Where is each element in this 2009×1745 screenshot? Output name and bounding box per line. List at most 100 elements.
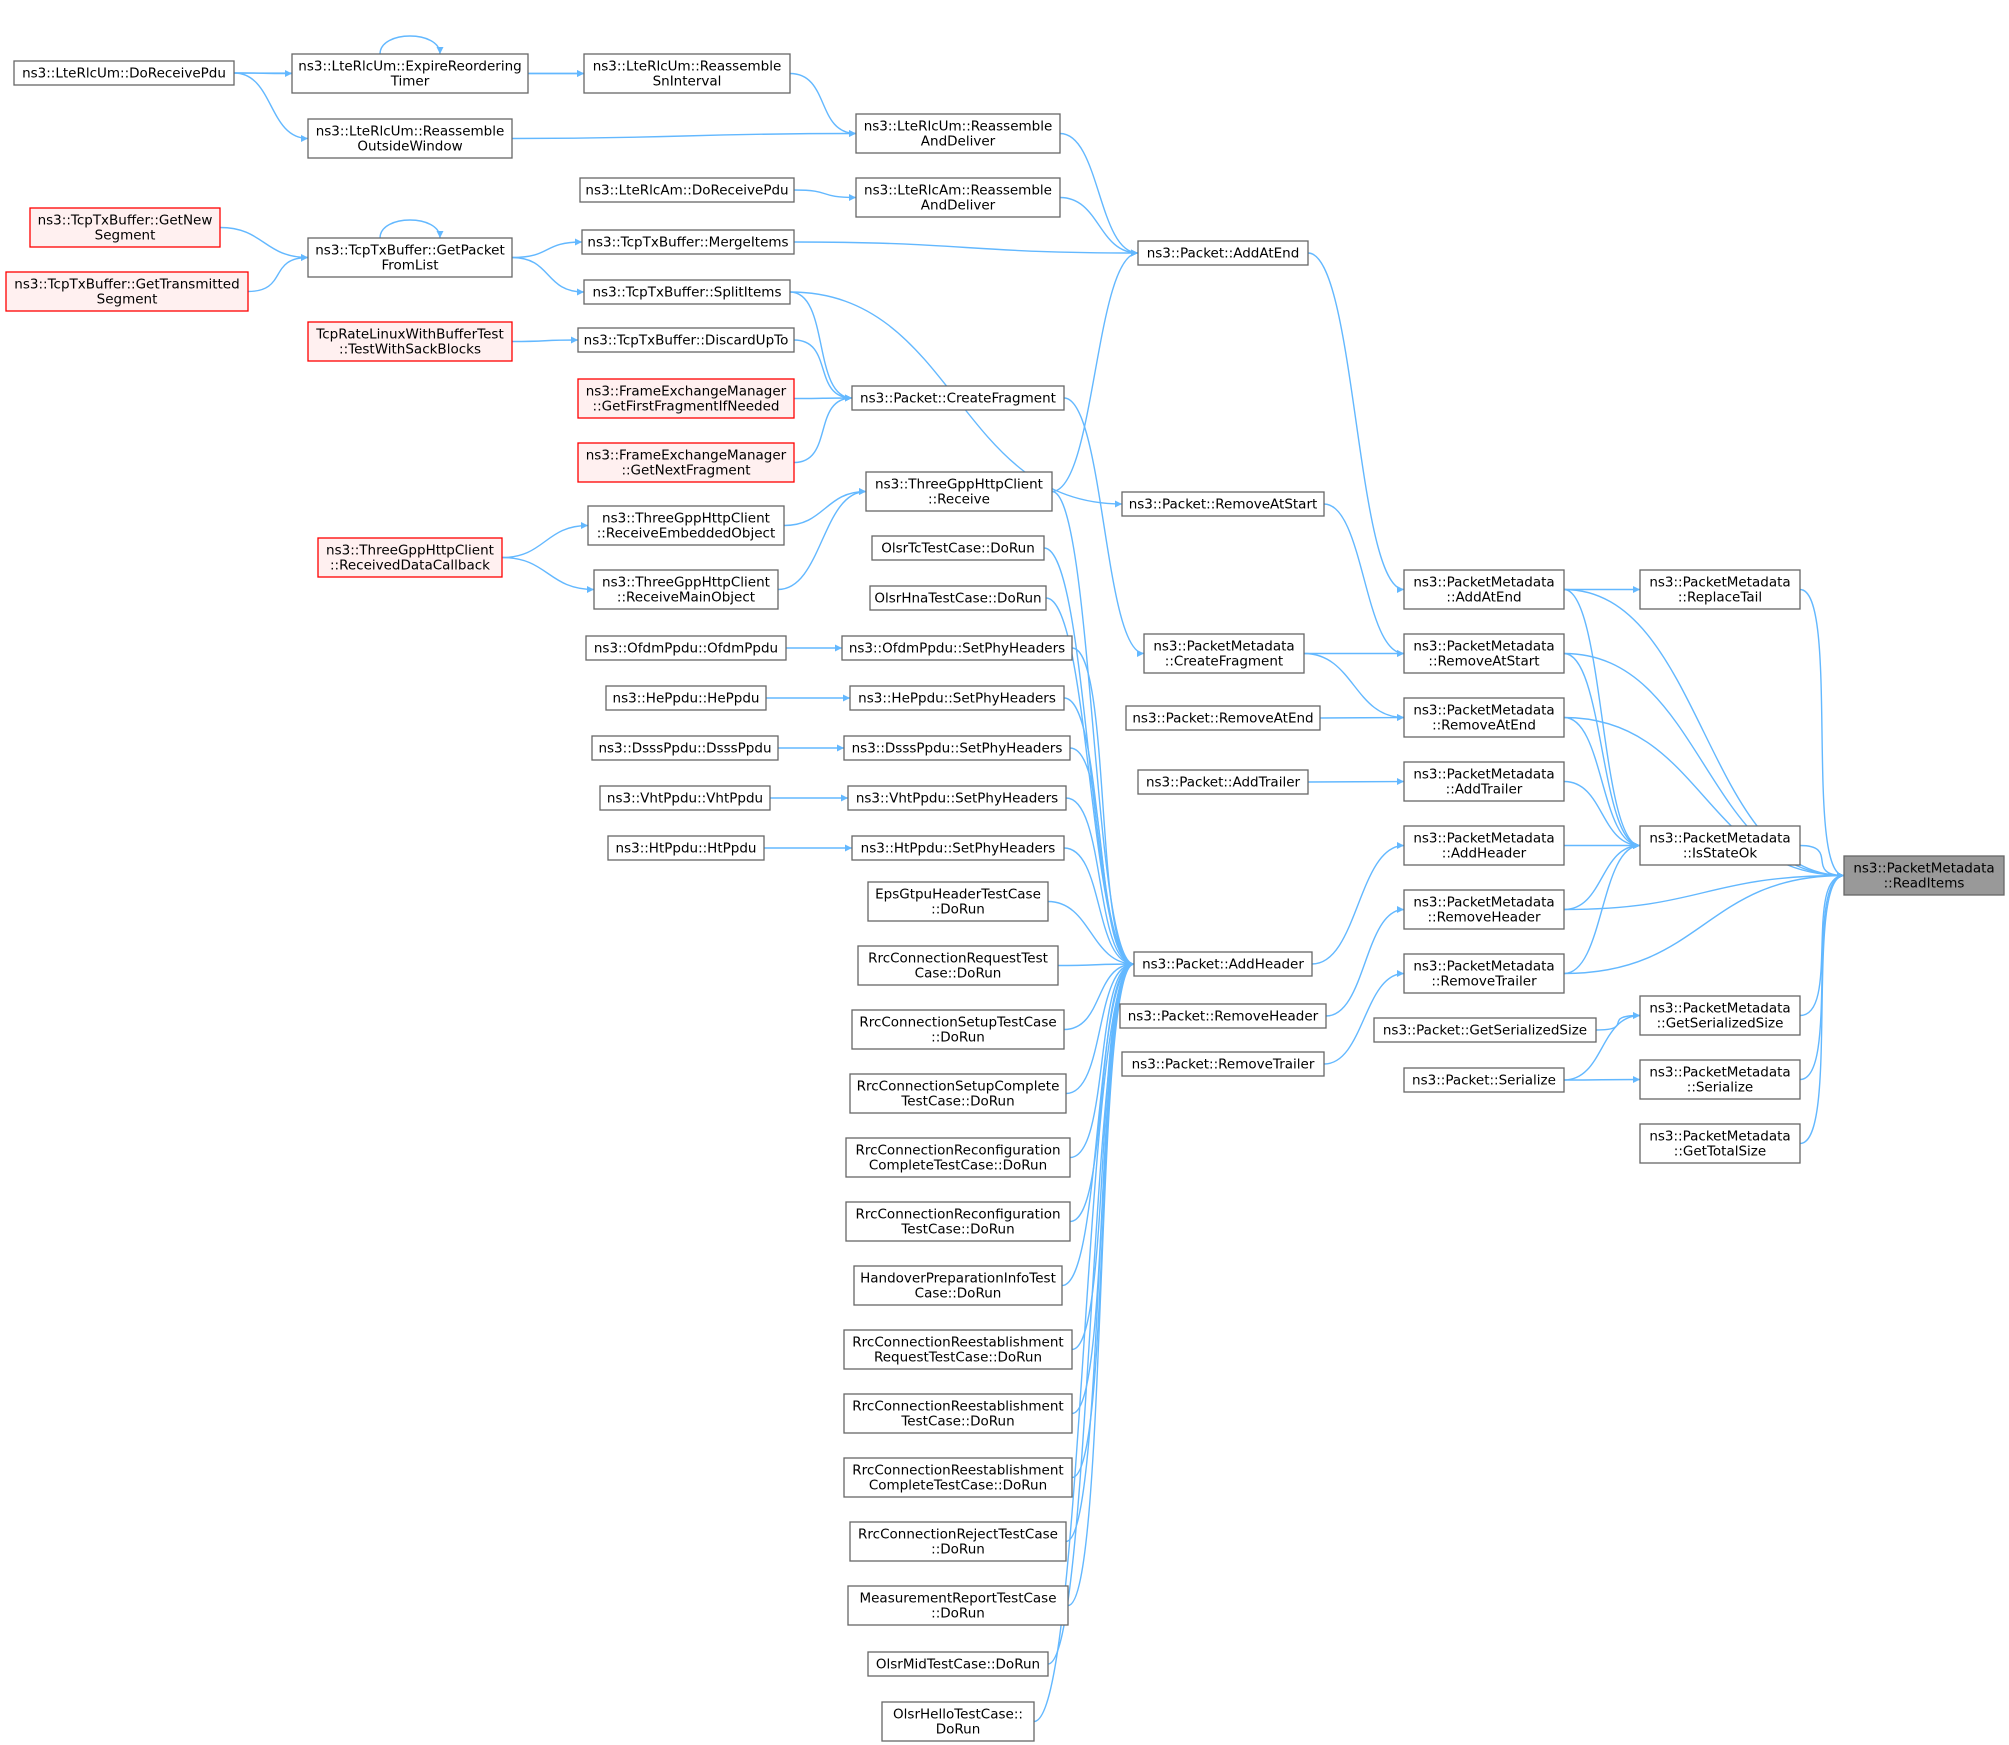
node-pm-get-total-size[interactable]: ns3::PacketMetadata::GetTotalSize bbox=[1639, 1123, 1801, 1164]
node-ht-ppdu[interactable]: ns3::HtPpdu::HtPpdu bbox=[607, 835, 765, 861]
node-pm-read-items[interactable]: ns3::PacketMetadata::ReadItems bbox=[1843, 855, 2005, 896]
node-label: ns3::TcpTxBuffer::SplitItems bbox=[593, 285, 782, 301]
node-olsr-hna[interactable]: OlsrHnaTestCase::DoRun bbox=[869, 585, 1047, 611]
node-ofdm-ppdu[interactable]: ns3::OfdmPpdu::OfdmPpdu bbox=[585, 635, 787, 661]
node-pm-remove-trailer[interactable]: ns3::PacketMetadata::RemoveTrailer bbox=[1403, 953, 1565, 994]
node-pm-create-frag[interactable]: ns3::PacketMetadata::CreateFragment bbox=[1143, 633, 1305, 674]
node-olsr-hello[interactable]: OlsrHelloTestCase::DoRun bbox=[881, 1701, 1035, 1742]
node-box bbox=[867, 1651, 1049, 1677]
node-box bbox=[851, 1009, 1065, 1050]
node-box bbox=[847, 785, 1067, 811]
edge-pkt-get-ser-size-to-pm-get-ser-size bbox=[1595, 1012, 1641, 1031]
node-label: ns3::DsssPpdu::DsssPpdu bbox=[598, 741, 771, 757]
node-label: ns3::Packet::AddHeader bbox=[1142, 957, 1304, 973]
node-label: RrcConnectionRequestTest bbox=[868, 951, 1048, 967]
node-box bbox=[307, 118, 513, 159]
node-rrc-setup[interactable]: RrcConnectionSetupTestCase::DoRun bbox=[851, 1009, 1065, 1050]
node-pm-remove-header[interactable]: ns3::PacketMetadata::RemoveHeader bbox=[1403, 889, 1565, 930]
node-pkt-remove-header[interactable]: ns3::Packet::RemoveHeader bbox=[1119, 1003, 1327, 1029]
node-rrc-reconf[interactable]: RrcConnectionReconfigurationTestCase::Do… bbox=[845, 1201, 1071, 1242]
node-pkt-remove-at-end[interactable]: ns3::Packet::RemoveAtEnd bbox=[1125, 705, 1321, 731]
node-pkt-serialize[interactable]: ns3::Packet::Serialize bbox=[1403, 1067, 1565, 1093]
node-pkt-remove-at-start[interactable]: ns3::Packet::RemoveAtStart bbox=[1121, 491, 1325, 517]
node-box bbox=[1403, 697, 1565, 738]
node-pm-remove-at-start[interactable]: ns3::PacketMetadata::RemoveAtStart bbox=[1403, 633, 1565, 674]
node-rrc-reest[interactable]: RrcConnectionReestablishmentTestCase::Do… bbox=[843, 1393, 1073, 1434]
node-tcp-discard[interactable]: ns3::TcpTxBuffer::DiscardUpTo bbox=[577, 327, 795, 353]
node-lte-am-do-receive[interactable]: ns3::LteRlcAm::DoReceivePdu bbox=[579, 177, 795, 203]
node-meas-report[interactable]: MeasurementReportTestCase::DoRun bbox=[847, 1585, 1069, 1626]
node-tcp-rate-test[interactable]: TcpRateLinuxWithBufferTest::TestWithSack… bbox=[307, 321, 513, 362]
edge-lte-um-do-receive-to-lte-um-reass-out bbox=[233, 72, 309, 142]
node-pkt-add-trailer[interactable]: ns3::Packet::AddTrailer bbox=[1137, 769, 1309, 795]
node-pkt-add-at-end[interactable]: ns3::Packet::AddAtEnd bbox=[1137, 240, 1309, 266]
node-label: ::ReceiveEmbeddedObject bbox=[597, 526, 776, 542]
edge-pm-remove-at-end-to-pm-is-state-ok bbox=[1563, 716, 1641, 849]
node-rrc-setup-comp[interactable]: RrcConnectionSetupCompleteTestCase::DoRu… bbox=[849, 1073, 1067, 1114]
node-pm-get-ser-size[interactable]: ns3::PacketMetadata::GetSerializedSize bbox=[1639, 995, 1801, 1036]
node-pm-remove-at-end[interactable]: ns3::PacketMetadata::RemoveAtEnd bbox=[1403, 697, 1565, 738]
node-http-recv-cb[interactable]: ns3::ThreeGppHttpClient::ReceivedDataCal… bbox=[317, 537, 503, 578]
node-pkt-get-ser-size[interactable]: ns3::Packet::GetSerializedSize bbox=[1373, 1017, 1597, 1043]
node-ht-set[interactable]: ns3::HtPpdu::SetPhyHeaders bbox=[851, 835, 1065, 861]
node-tcp-split[interactable]: ns3::TcpTxBuffer::SplitItems bbox=[583, 279, 791, 305]
node-pm-add-header[interactable]: ns3::PacketMetadata::AddHeader bbox=[1403, 825, 1565, 866]
node-label: ns3::LteRlcAm::Reassemble bbox=[864, 183, 1052, 199]
node-lte-um-do-receive[interactable]: ns3::LteRlcUm::DoReceivePdu bbox=[13, 60, 235, 86]
node-http-recv-main[interactable]: ns3::ThreeGppHttpClient::ReceiveMainObje… bbox=[593, 569, 779, 610]
node-pm-serialize[interactable]: ns3::PacketMetadata::Serialize bbox=[1639, 1059, 1801, 1100]
node-http-receive[interactable]: ns3::ThreeGppHttpClient::Receive bbox=[865, 471, 1053, 512]
node-pkt-create-frag[interactable]: ns3::Packet::CreateFragment bbox=[851, 385, 1065, 411]
node-box bbox=[591, 735, 779, 761]
edge-rrc-reest-comp-to-pkt-add-header bbox=[1071, 960, 1135, 1479]
node-label: TestCase::DoRun bbox=[900, 1094, 1014, 1110]
edge-olsr-hello-to-pkt-add-header bbox=[1033, 960, 1135, 1723]
node-vht-set[interactable]: ns3::VhtPpdu::SetPhyHeaders bbox=[847, 785, 1067, 811]
node-pm-is-state-ok[interactable]: ns3::PacketMetadata::IsStateOk bbox=[1639, 825, 1801, 866]
node-pkt-remove-trailer[interactable]: ns3::Packet::RemoveTrailer bbox=[1121, 1051, 1325, 1077]
node-dsss-ppdu[interactable]: ns3::DsssPpdu::DsssPpdu bbox=[591, 735, 779, 761]
node-vht-ppdu[interactable]: ns3::VhtPpdu::VhtPpdu bbox=[599, 785, 771, 811]
node-label: ns3::ThreeGppHttpClient bbox=[602, 575, 770, 591]
node-label: ns3::PacketMetadata bbox=[1853, 861, 1994, 877]
node-label: OlsrTcTestCase::DoRun bbox=[881, 541, 1035, 557]
node-pm-replace-tail[interactable]: ns3::PacketMetadata::ReplaceTail bbox=[1639, 569, 1801, 610]
node-pkt-add-header[interactable]: ns3::Packet::AddHeader bbox=[1133, 951, 1313, 977]
node-ofdm-set[interactable]: ns3::OfdmPpdu::SetPhyHeaders bbox=[841, 635, 1073, 661]
edge-http-recv-main-to-http-receive bbox=[777, 488, 867, 591]
node-label: Timer bbox=[390, 74, 430, 90]
node-dsss-set[interactable]: ns3::DsssPpdu::SetPhyHeaders bbox=[843, 735, 1071, 761]
node-pm-add-trailer[interactable]: ns3::PacketMetadata::AddTrailer bbox=[1403, 761, 1565, 802]
node-he-set[interactable]: ns3::HePpdu::SetPhyHeaders bbox=[849, 685, 1065, 711]
node-fem-first[interactable]: ns3::FrameExchangeManager::GetFirstFragm… bbox=[577, 378, 795, 419]
node-olsr-mid[interactable]: OlsrMidTestCase::DoRun bbox=[867, 1651, 1049, 1677]
node-label: ::DoRun bbox=[931, 1542, 985, 1558]
node-rrc-reject[interactable]: RrcConnectionRejectTestCase::DoRun bbox=[849, 1521, 1067, 1562]
node-label: ns3::HePpdu::HePpdu bbox=[613, 691, 760, 707]
node-rrc-reest-comp[interactable]: RrcConnectionReestablishmentCompleteTest… bbox=[843, 1457, 1073, 1498]
node-olsr-tc[interactable]: OlsrTcTestCase::DoRun bbox=[871, 535, 1045, 561]
node-label: MeasurementReportTestCase bbox=[859, 1591, 1056, 1607]
node-eps-gtpu[interactable]: EpsGtpuHeaderTestCase::DoRun bbox=[867, 881, 1049, 922]
node-fem-next[interactable]: ns3::FrameExchangeManager::GetNextFragme… bbox=[577, 442, 795, 483]
node-tcp-merge[interactable]: ns3::TcpTxBuffer::MergeItems bbox=[581, 229, 795, 255]
node-pm-add-at-end[interactable]: ns3::PacketMetadata::AddAtEnd bbox=[1403, 569, 1565, 610]
node-label: ::IsStateOk bbox=[1683, 846, 1757, 862]
node-he-ppdu[interactable]: ns3::HePpdu::HePpdu bbox=[605, 685, 767, 711]
edge-tcp-get-packet-to-tcp-split bbox=[511, 256, 585, 296]
node-rrc-reest-req[interactable]: RrcConnectionReestablishmentRequestTestC… bbox=[843, 1329, 1073, 1370]
node-rrc-reconf-comp[interactable]: RrcConnectionReconfigurationCompleteTest… bbox=[845, 1137, 1071, 1178]
node-box bbox=[1137, 769, 1309, 795]
node-http-recv-emb[interactable]: ns3::ThreeGppHttpClient::ReceiveEmbedded… bbox=[587, 505, 785, 546]
node-label: ns3::Packet::GetSerializedSize bbox=[1383, 1023, 1587, 1039]
